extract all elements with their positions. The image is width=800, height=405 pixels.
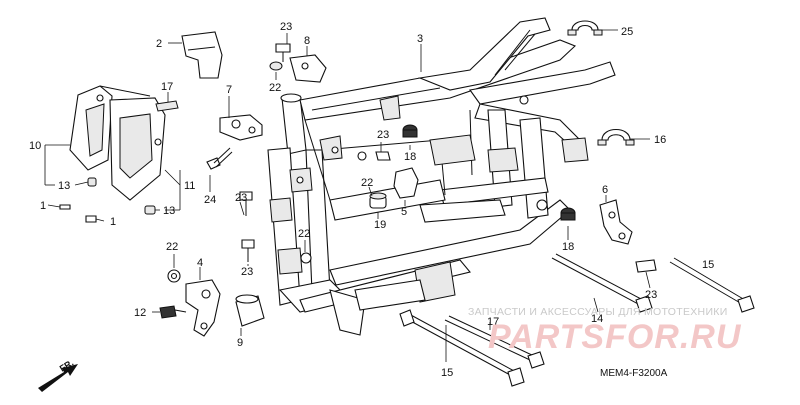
leader-lines xyxy=(44,29,651,362)
frame-body xyxy=(267,17,616,336)
bracket-part-5 xyxy=(393,167,419,199)
callout-23c: 23 xyxy=(235,192,247,204)
callout-9: 9 xyxy=(237,337,243,349)
side-cover-assembly xyxy=(59,85,166,223)
bolt-23-center xyxy=(357,151,391,161)
callout-23e: 23 xyxy=(645,289,657,301)
callout-8: 8 xyxy=(304,35,310,47)
callout-16: 15 xyxy=(702,259,714,271)
callout-13a: 13 xyxy=(58,180,70,192)
callout-25: 25 xyxy=(621,26,633,38)
clamp-part-19 xyxy=(597,128,635,146)
bolt-23-left-b xyxy=(241,239,255,262)
callout-20: 17 xyxy=(161,81,173,93)
callout-12: 12 xyxy=(134,307,146,319)
callout-labels: 2 3 25 16 23 8 22 7 17 10 13 11 13 1 1 2… xyxy=(29,21,714,379)
collar-part-21 xyxy=(369,192,387,209)
clamp-part-25 xyxy=(567,20,603,36)
callout-10: 10 xyxy=(29,140,41,152)
callout-21: 19 xyxy=(374,219,386,231)
bracket-part-6 xyxy=(599,199,633,245)
long-bolt-16 xyxy=(669,257,755,313)
callout-17: 17 xyxy=(487,316,499,328)
bushing-part-9 xyxy=(235,294,265,327)
watermark-tagline: ЗАПЧАСТИ И АКСЕССУАРЫ ДЛЯ МОТОТЕХНИКИ xyxy=(468,306,728,318)
callout-19: 16 xyxy=(654,134,666,146)
diagram-code: MEM4-F3200A xyxy=(600,368,668,379)
bolt-part-12 xyxy=(159,305,187,319)
callout-22c: 22 xyxy=(166,241,178,253)
callout-6: 6 xyxy=(602,184,608,196)
nut-22-lower-left xyxy=(167,269,181,283)
bolt-part-24 xyxy=(206,147,233,170)
bracket-part-4 xyxy=(185,279,221,337)
rubber-mount-18b xyxy=(560,207,576,221)
bolt-23-lower-right xyxy=(635,259,657,273)
callout-13b: 13 xyxy=(163,205,175,217)
callout-1a: 1 xyxy=(40,200,46,212)
callout-15: 15 xyxy=(441,367,453,379)
decal-part-20 xyxy=(155,100,179,112)
callout-18b: 18 xyxy=(562,241,574,253)
callout-23d: 23 xyxy=(241,266,253,278)
callout-18a: 18 xyxy=(404,151,416,163)
bracket-part-8 xyxy=(269,43,327,83)
long-bolt-15 xyxy=(399,309,525,387)
watermark: ЗАПЧАСТИ И АКСЕССУАРЫ ДЛЯ МОТОТЕХНИКИ PA… xyxy=(468,306,742,356)
callout-24: 24 xyxy=(204,194,216,206)
rubber-mount-18a xyxy=(402,124,418,138)
front-direction-marker: FR. xyxy=(38,358,78,392)
callout-23b: 23 xyxy=(377,129,389,141)
callout-22d: 22 xyxy=(298,228,310,240)
callout-3: 3 xyxy=(417,33,423,45)
callout-7: 7 xyxy=(226,84,232,96)
plate-part-2 xyxy=(181,31,223,79)
callout-22a: 22 xyxy=(269,82,281,94)
watermark-logo: PARTSFOR.RU xyxy=(488,318,742,356)
callout-4: 4 xyxy=(197,257,203,269)
callout-5: 5 xyxy=(401,206,407,218)
nut-22-mid xyxy=(300,252,312,264)
long-bolt-14 xyxy=(551,253,653,313)
callout-1b: 1 xyxy=(110,216,116,228)
callout-2: 2 xyxy=(156,38,162,50)
callout-14: 14 xyxy=(591,313,603,325)
bolt-23-left-a xyxy=(239,191,253,216)
long-bolt-17 xyxy=(444,315,545,369)
callout-22b: 22 xyxy=(361,177,373,189)
callout-23a: 23 xyxy=(280,21,292,33)
bracket-part-7 xyxy=(219,114,263,141)
callout-11: 11 xyxy=(184,180,195,192)
